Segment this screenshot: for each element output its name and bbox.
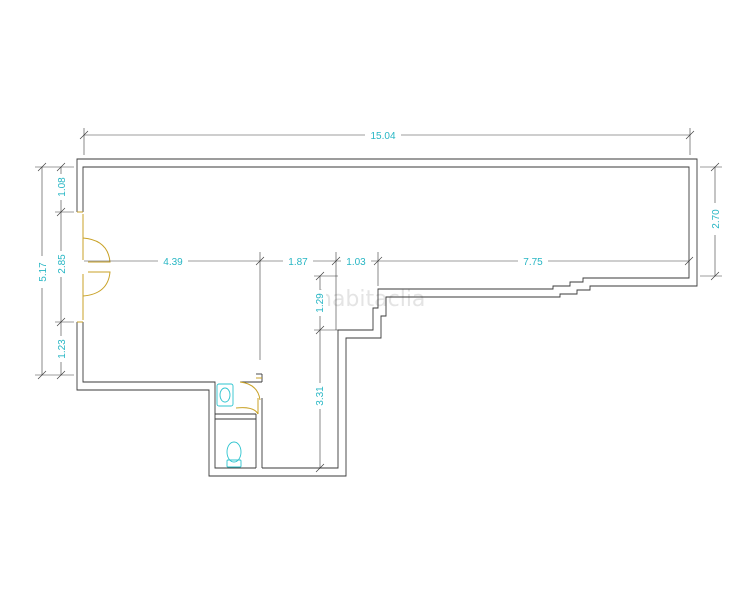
dim-lower-height: 3.31 [314, 330, 338, 473]
dim-label-left-top: 1.08 [57, 177, 68, 197]
bath-door-swing-2 [235, 407, 259, 415]
dim-label-lower-height: 3.31 [315, 386, 326, 406]
watermark: habitaclia [318, 287, 425, 312]
outer-wall [76, 158, 698, 477]
dim-label-seg-2: 1.87 [288, 257, 308, 268]
dim-interior-chain: 4.39 1.87 1.03 7.75 [84, 252, 694, 360]
toilet-tank [226, 459, 242, 468]
sink-fixture [216, 383, 234, 407]
dim-label-right-height: 2.70 [711, 209, 722, 229]
dim-label-left-total: 5.17 [38, 262, 49, 282]
dim-step-height: 1.29 [314, 271, 338, 335]
dim-label-left-bottom: 1.23 [57, 339, 68, 359]
dim-label-total-width: 15.04 [370, 131, 395, 142]
entrance-double-door [77, 211, 111, 323]
dim-label-seg-3: 1.03 [346, 257, 366, 268]
dim-right-height: 2.70 [700, 162, 722, 281]
inner-wall-lower-left [82, 322, 256, 469]
inner-wall [82, 166, 690, 469]
dim-label-left-door: 2.85 [57, 254, 68, 274]
walls-outer [76, 158, 698, 477]
bathroom-doors [235, 377, 262, 415]
dim-label-seg-4: 7.75 [523, 257, 543, 268]
bathroom-partitions [215, 373, 263, 468]
dim-total-width: 15.04 [79, 128, 695, 155]
dim-left-segments: 1.08 2.85 1.23 [55, 162, 74, 380]
toilet-fixture [226, 441, 242, 468]
dim-label-seg-1: 4.39 [163, 257, 183, 268]
sink-bowl [219, 387, 231, 403]
walls-inner [82, 166, 690, 469]
toilet-bowl [226, 441, 242, 463]
door-swing-bottom [82, 271, 111, 297]
sink-basin [216, 383, 234, 407]
dim-label-step-height: 1.29 [315, 293, 326, 313]
dim-left-total: 5.17 [35, 162, 74, 380]
bath-door-swing-1 [239, 381, 261, 401]
door-swing-top [82, 237, 111, 263]
